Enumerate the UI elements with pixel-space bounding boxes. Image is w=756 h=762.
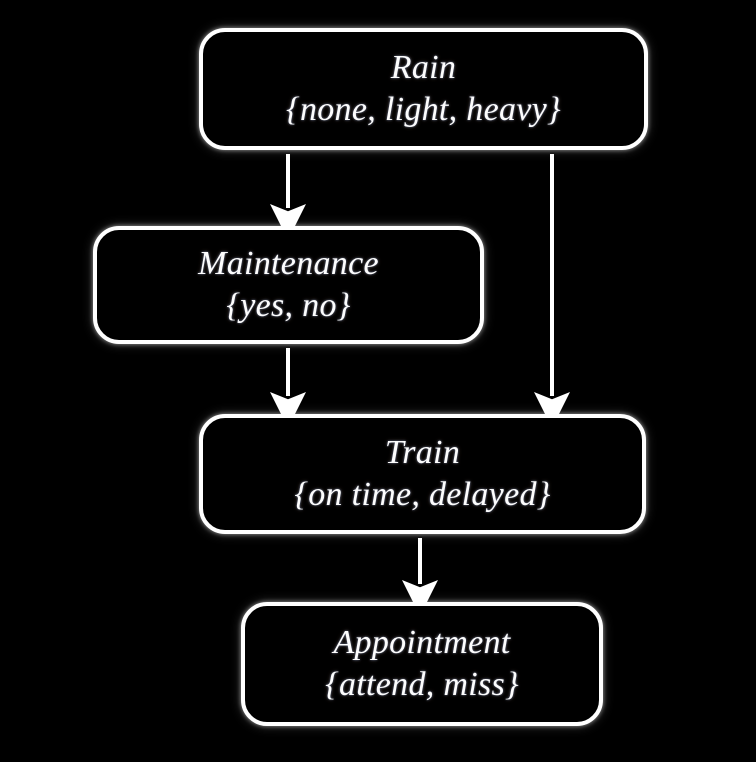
node-appointment-label: Appointment: [333, 624, 511, 662]
node-train-states: {on time, delayed}: [294, 475, 551, 513]
node-appointment[interactable]: Appointment {attend, miss}: [241, 602, 603, 726]
node-maintenance-states: {yes, no}: [226, 286, 351, 324]
node-rain-states: {none, light, heavy}: [286, 90, 561, 128]
node-rain-label: Rain: [390, 49, 457, 87]
node-appointment-states: {attend, miss}: [325, 665, 519, 703]
node-rain[interactable]: Rain {none, light, heavy}: [199, 28, 648, 150]
node-train[interactable]: Train {on time, delayed}: [199, 414, 646, 534]
node-maintenance[interactable]: Maintenance {yes, no}: [93, 226, 484, 344]
node-maintenance-label: Maintenance: [198, 245, 379, 283]
node-train-label: Train: [384, 434, 461, 472]
